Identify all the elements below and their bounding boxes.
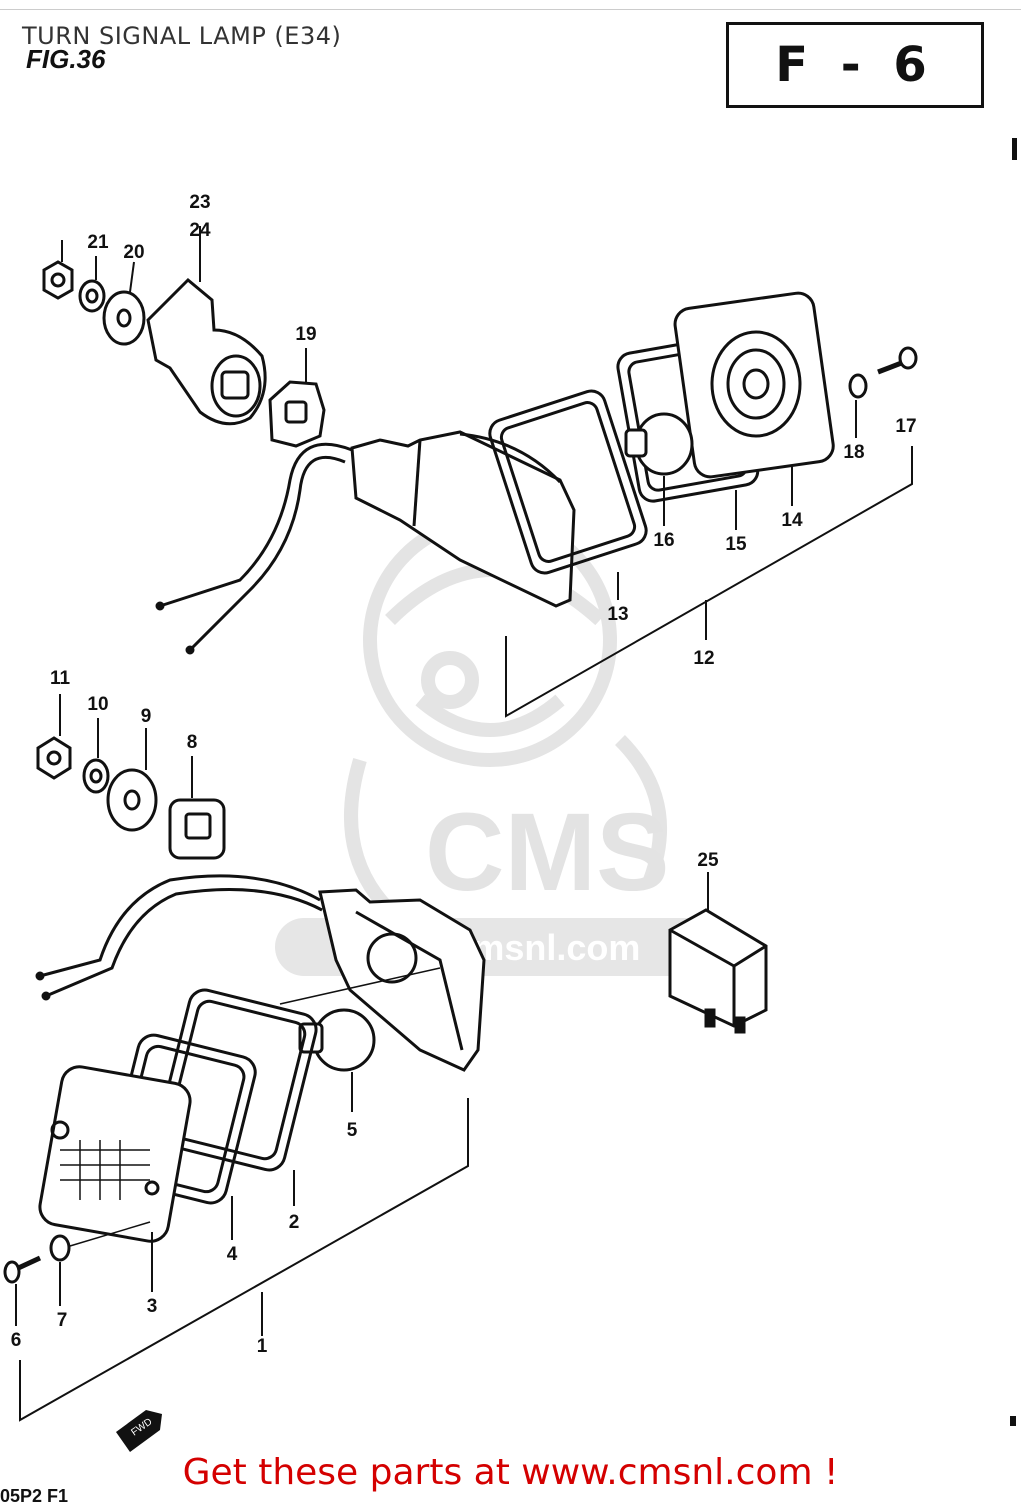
section-code-box: F - 6 <box>726 22 984 108</box>
callout-13: 13 <box>607 604 628 625</box>
nut-22 <box>42 260 74 300</box>
footer-cta-link[interactable]: Get these parts at www.cmsnl.com ! <box>182 1452 839 1493</box>
callout-8: 8 <box>187 732 198 753</box>
bracket-23-24 <box>146 277 267 426</box>
callout-12: 12 <box>693 648 714 669</box>
page-code: 05P2 F1 <box>0 1486 69 1506</box>
edge-mark-bottom <box>1010 1416 1016 1426</box>
top-divider <box>0 9 1021 10</box>
grommet-19 <box>268 380 326 448</box>
callout-25: 25 <box>697 850 719 871</box>
lens-14 <box>673 291 835 479</box>
upper-wire <box>159 442 353 608</box>
callout-18: 18 <box>843 442 864 463</box>
callout-14: 14 <box>781 510 803 531</box>
gasket-13 <box>488 389 648 575</box>
callout-9: 9 <box>141 706 152 727</box>
nut-11 <box>36 736 72 780</box>
callout-6: 6 <box>11 1330 22 1351</box>
callout-17: 17 <box>895 416 916 437</box>
lens-3 <box>38 1065 192 1243</box>
figure-label: FIG.36 <box>26 44 106 74</box>
washer-20 <box>102 290 146 346</box>
bracket-line-1 <box>19 1098 469 1422</box>
upper-turn-signal-assembly <box>42 226 918 718</box>
screw-17 <box>877 359 905 375</box>
washer-7 <box>49 1234 71 1262</box>
watermark-brand: CMS <box>425 791 669 914</box>
callout-19: 19 <box>295 324 316 345</box>
lock-washer-10 <box>82 758 110 794</box>
callout-24: 24 <box>189 220 211 241</box>
callout-5: 5 <box>347 1120 358 1141</box>
diagram-title: TURN SIGNAL LAMP (E34) <box>22 22 342 50</box>
callout-23: 23 <box>189 192 210 213</box>
callout-20: 20 <box>123 242 144 263</box>
forward-direction-arrow: FWD <box>116 1410 162 1452</box>
washer-9 <box>106 768 158 832</box>
callout-16: 16 <box>653 530 674 551</box>
callout-numbers: 1 2 3 4 5 6 7 8 9 10 11 12 13 14 15 16 1… <box>11 192 917 1357</box>
callout-3: 3 <box>147 1296 158 1317</box>
relay-25 <box>668 908 768 1028</box>
washer-18 <box>848 373 868 399</box>
callout-7: 7 <box>57 1310 68 1331</box>
callout-10: 10 <box>87 694 108 715</box>
callout-4: 4 <box>227 1244 238 1265</box>
grommet-8 <box>168 798 226 860</box>
edge-mark-top <box>1012 138 1017 160</box>
callout-21: 21 <box>87 232 109 253</box>
bracket-line-12 <box>505 446 913 718</box>
callout-2: 2 <box>289 1212 300 1233</box>
lock-washer-21 <box>78 279 106 313</box>
lower-wire <box>39 874 321 978</box>
callout-1: 1 <box>257 1336 268 1357</box>
callout-15: 15 <box>725 534 747 555</box>
callout-11: 11 <box>50 668 71 689</box>
lower-turn-signal-assembly <box>3 694 768 1422</box>
gasket-2 <box>156 988 318 1172</box>
